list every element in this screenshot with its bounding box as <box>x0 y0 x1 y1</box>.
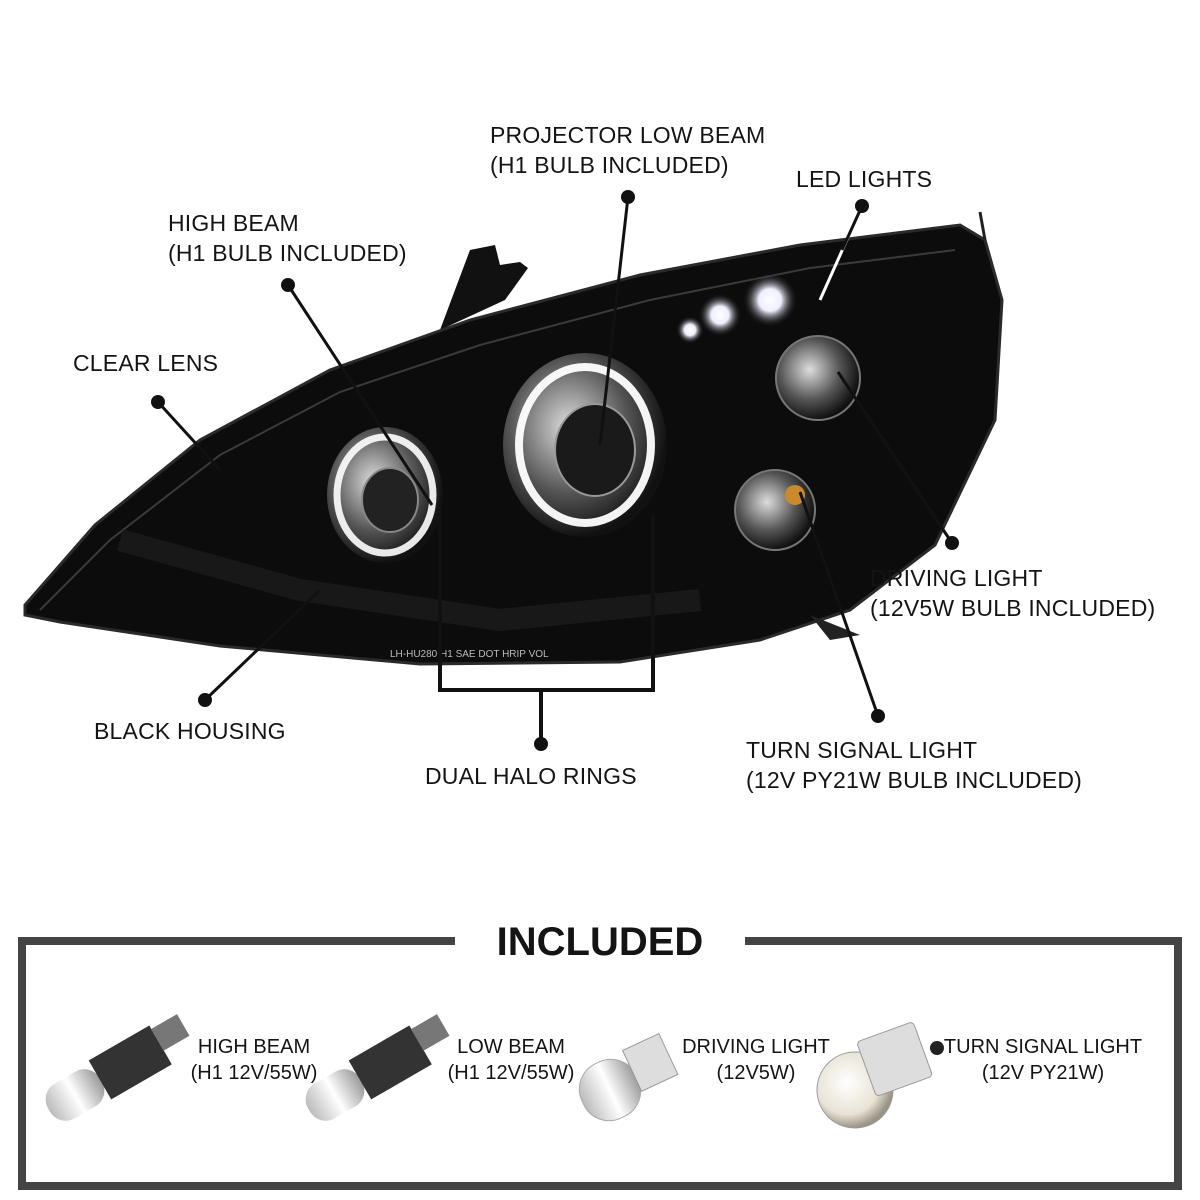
h1-bulb-icon <box>45 1014 190 1121</box>
high-beam-label: HIGH BEAM (H1 BULB INCLUDED) <box>168 208 407 268</box>
clear-lens-label: CLEAR LENS <box>73 348 218 378</box>
callout-dots <box>151 190 959 751</box>
included-item-high-beam: HIGH BEAM (H1 12V/55W) <box>185 1034 323 1086</box>
label-line: CLEAR LENS <box>73 350 219 376</box>
item-name: LOW BEAM <box>457 1036 565 1058</box>
label-line: DRIVING LIGHT <box>870 565 1043 591</box>
label-line: LED LIGHTS <box>796 166 933 192</box>
item-spec: (H1 12V/55W) <box>447 1062 575 1084</box>
projector-low-beam-label: PROJECTOR LOW BEAM (H1 BULB INCLUDED) <box>490 120 765 180</box>
halo-ring-left <box>333 433 437 557</box>
leader-lines <box>156 196 954 744</box>
included-item-turn-signal: TURN SIGNAL LIGHT (12V PY21W) <box>936 1034 1150 1086</box>
led-light-3 <box>676 316 704 344</box>
led-light-2 <box>742 272 798 328</box>
label-line: (12V5W BULB INCLUDED) <box>870 595 1156 621</box>
item-name: DRIVING LIGHT <box>682 1036 830 1058</box>
label-line: BLACK HOUSING <box>94 718 286 744</box>
label-line: (H1 BULB INCLUDED) <box>168 240 407 266</box>
dual-halo-rings-label: DUAL HALO RINGS <box>425 761 637 791</box>
label-line: (H1 BULB INCLUDED) <box>490 152 729 178</box>
ba15s-bulb-icon <box>816 1022 944 1129</box>
turn-signal-light-label: TURN SIGNAL LIGHT (12V PY21W BULB INCLUD… <box>746 735 1082 795</box>
item-spec: (12V5W) <box>716 1062 796 1084</box>
label-line: DUAL HALO RINGS <box>425 763 637 789</box>
included-item-driving-light: DRIVING LIGHT (12V5W) <box>676 1034 836 1086</box>
led-lights-label: LED LIGHTS <box>796 164 932 194</box>
included-frame <box>18 937 1182 1190</box>
wedge-bulb-icon <box>578 1032 679 1122</box>
item-spec: (H1 12V/55W) <box>190 1062 318 1084</box>
label-line: TURN SIGNAL LIGHT <box>746 737 978 763</box>
h1-bulb-icon <box>305 1014 450 1121</box>
item-spec: (12V PY21W) <box>981 1062 1105 1084</box>
housing-marking: LH-HU280 H1 SAE DOT HRIP VOL <box>390 649 549 660</box>
item-name: HIGH BEAM <box>197 1036 311 1058</box>
halo-ring-right <box>515 363 655 527</box>
included-item-low-beam: LOW BEAM (H1 12V/55W) <box>442 1034 580 1086</box>
driving-light-bulb <box>775 335 861 421</box>
item-name: TURN SIGNAL LIGHT <box>943 1036 1143 1058</box>
label-line: HIGH BEAM <box>168 210 299 236</box>
black-housing-label: BLACK HOUSING <box>94 716 286 746</box>
label-line: (12V PY21W BULB INCLUDED) <box>746 767 1083 793</box>
turn-signal-bulb <box>734 469 816 551</box>
headlight-housing <box>23 211 1004 666</box>
label-line: PROJECTOR LOW BEAM <box>490 122 766 148</box>
included-title: INCLUDED <box>455 918 745 966</box>
led-light-1 <box>698 293 742 337</box>
driving-light-label: DRIVING LIGHT (12V5W BULB INCLUDED) <box>870 563 1155 623</box>
